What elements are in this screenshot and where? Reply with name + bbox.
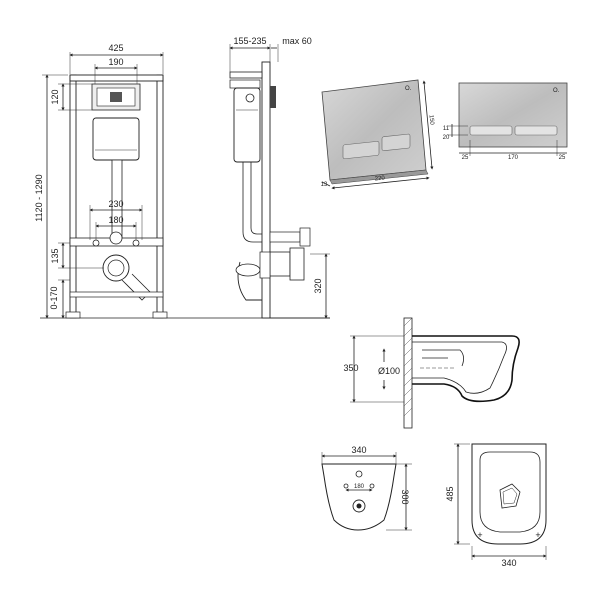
svg-text:+: + <box>535 530 540 540</box>
frame-top-width-label: 190 <box>108 57 123 67</box>
frame-width-label: 425 <box>108 43 123 53</box>
plate-left-label: 25 <box>462 155 469 161</box>
bowl-top-width-label: 340 <box>501 558 516 568</box>
plate-bottom-label: 20 <box>443 135 450 141</box>
bowl-top-length-label: 485 <box>445 486 455 501</box>
bowl-height-label: 350 <box>343 363 358 373</box>
bowl-side-view: 350 Ø100 <box>343 317 520 429</box>
plate-top-label: 11 <box>443 126 450 132</box>
bowl-hole-spacing-label: 180 <box>354 484 365 490</box>
frame-inner-spacing-label: 180 <box>108 215 123 225</box>
plate-depth-label: 13 <box>321 182 328 188</box>
frame-floor-range-label: 0-170 <box>49 286 59 309</box>
bowl-diameter-label: Ø100 <box>378 366 400 376</box>
svg-text:+: + <box>477 530 482 540</box>
plate-right-label: 25 <box>559 155 566 161</box>
frame-lower-label: 135 <box>50 248 60 263</box>
bowl-back-height-label: 300 <box>400 489 410 504</box>
svg-text:O.: O. <box>405 86 412 92</box>
svg-text:O.: O. <box>553 88 560 94</box>
frame-spacing-label: 230 <box>108 199 123 209</box>
plate-middle-label: 170 <box>508 155 519 161</box>
bowl-back-view: 340 180 300 <box>321 445 412 531</box>
side-max-label: max 60 <box>282 36 312 46</box>
flush-plate-front: O. 150 220 13 <box>321 79 435 190</box>
plate-height-label: 150 <box>427 115 434 126</box>
frame-front-view: 425 190 1120 - 1290 120 230 180 135 0-1 <box>34 43 330 319</box>
frame-side-view: 155-235 max 60 320 <box>229 36 330 319</box>
bowl-back-width-label: 340 <box>351 445 366 455</box>
side-depth-label: 155-235 <box>233 36 266 46</box>
frame-top-offset-label: 120 <box>50 89 60 104</box>
plate-width-label: 220 <box>375 175 386 182</box>
side-drain-height-label: 320 <box>313 278 323 293</box>
flush-plate-flat: O. 25 170 25 11 20 <box>443 82 568 161</box>
frame-height-label: 1120 - 1290 <box>34 174 44 221</box>
bowl-top-view: + + 485 340 <box>445 443 547 568</box>
